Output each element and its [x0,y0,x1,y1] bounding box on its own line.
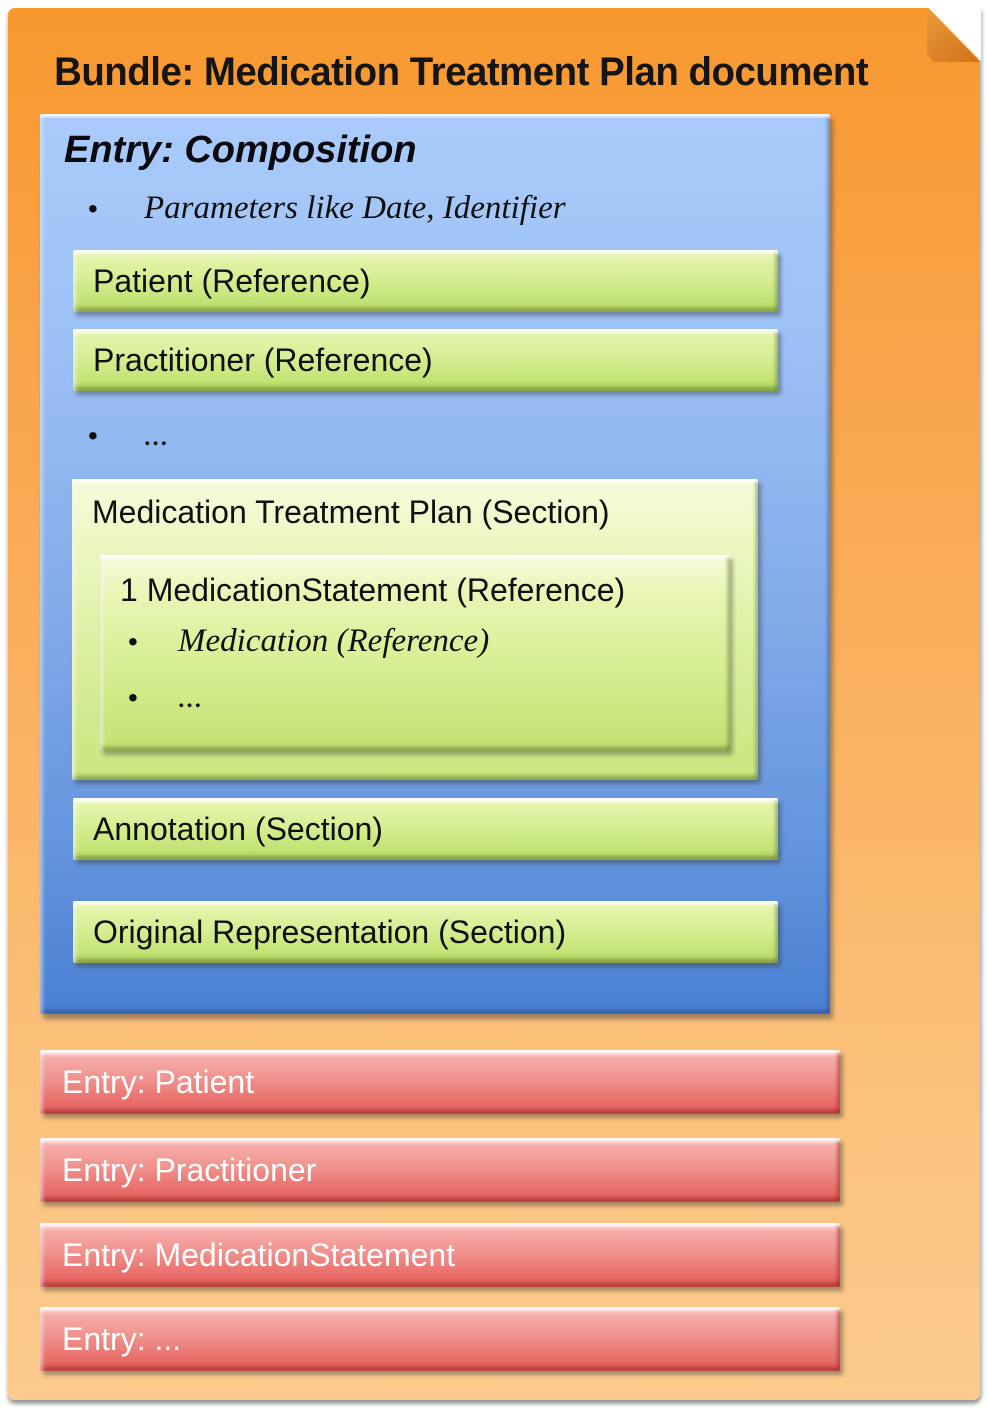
medication-reference-text: Medication (Reference) [178,623,490,659]
bullet-icon [88,193,144,225]
entry-practitioner-label: Entry: Practitioner [62,1151,317,1188]
original-representation-section-bar: Original Representation (Section) [73,901,778,963]
bundle-title: Bundle: Medication Treatment Plan docume… [54,50,869,94]
annotation-section-label: Annotation (Section) [93,810,383,847]
composition-title: Entry: Composition [64,129,417,171]
entry-medicationstatement-label: Entry: MedicationStatement [62,1236,456,1273]
entry-more-label: Entry: ... [62,1320,182,1357]
patient-reference-bar: Patient (Reference) [73,250,778,312]
medication-statement-title: 1 MedicationStatement (Reference) [120,572,626,608]
medication-statement-more-text: ... [178,679,203,715]
medication-statement-box: 1 MedicationStatement (Reference) Medica… [100,555,730,751]
practitioner-reference-label: Practitioner (Reference) [93,341,433,378]
composition-entry-box: Entry: Composition Parameters like Date,… [40,114,830,1014]
original-representation-section-label: Original Representation (Section) [93,913,567,950]
entry-practitioner-bar: Entry: Practitioner [40,1138,840,1202]
entry-patient-bar: Entry: Patient [40,1050,840,1114]
composition-more-text: ... [144,417,169,453]
medication-reference-item: Medication (Reference) [100,623,730,669]
composition-parameters-text: Parameters like Date, Identifier [144,190,566,226]
medication-treatment-plan-section-title: Medication Treatment Plan (Section) [92,494,610,530]
practitioner-reference-bar: Practitioner (Reference) [73,329,778,391]
entry-more-bar: Entry: ... [40,1307,840,1371]
entry-medicationstatement-bar: Entry: MedicationStatement [40,1223,840,1287]
bullet-icon [128,626,178,658]
bullet-icon [128,682,178,714]
medication-treatment-plan-section-box: Medication Treatment Plan (Section) 1 Me… [72,479,758,780]
annotation-section-bar: Annotation (Section) [73,798,778,860]
composition-more-item: ... [40,417,830,459]
medication-statement-more-item: ... [100,679,730,723]
entry-patient-label: Entry: Patient [62,1063,255,1100]
composition-parameters-item: Parameters like Date, Identifier [40,190,830,236]
bundle-document-page: Bundle: Medication Treatment Plan docume… [8,7,981,1400]
bullet-icon [88,420,144,452]
patient-reference-label: Patient (Reference) [93,262,371,299]
